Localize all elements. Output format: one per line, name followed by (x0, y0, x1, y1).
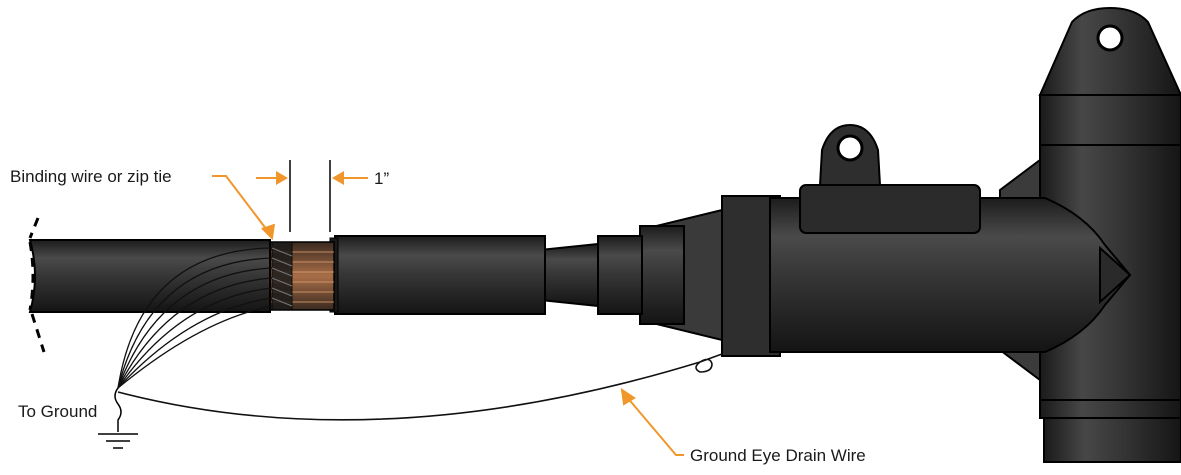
top-plate (799, 184, 981, 234)
cable-adapter (329, 235, 643, 315)
top-eye-hole (836, 134, 864, 162)
dimension-label: 1” (374, 169, 389, 188)
drain-wire-eye (695, 353, 723, 373)
callout-binding (212, 175, 275, 241)
binding-label: Binding wire or zip tie (10, 167, 172, 186)
dimension-lines (256, 160, 368, 232)
ground-eye-drain-wire (117, 361, 701, 421)
callout-drain-wire (620, 387, 684, 456)
splice-housing (639, 123, 1132, 357)
drain-wire-label: Ground Eye Drain Wire (690, 446, 866, 465)
lifting-eye-hole (1096, 24, 1124, 52)
to-ground-label: To Ground (18, 402, 97, 421)
ground-symbol (98, 387, 138, 449)
copper-shield (269, 241, 335, 311)
shield-drain-strands (117, 247, 273, 389)
